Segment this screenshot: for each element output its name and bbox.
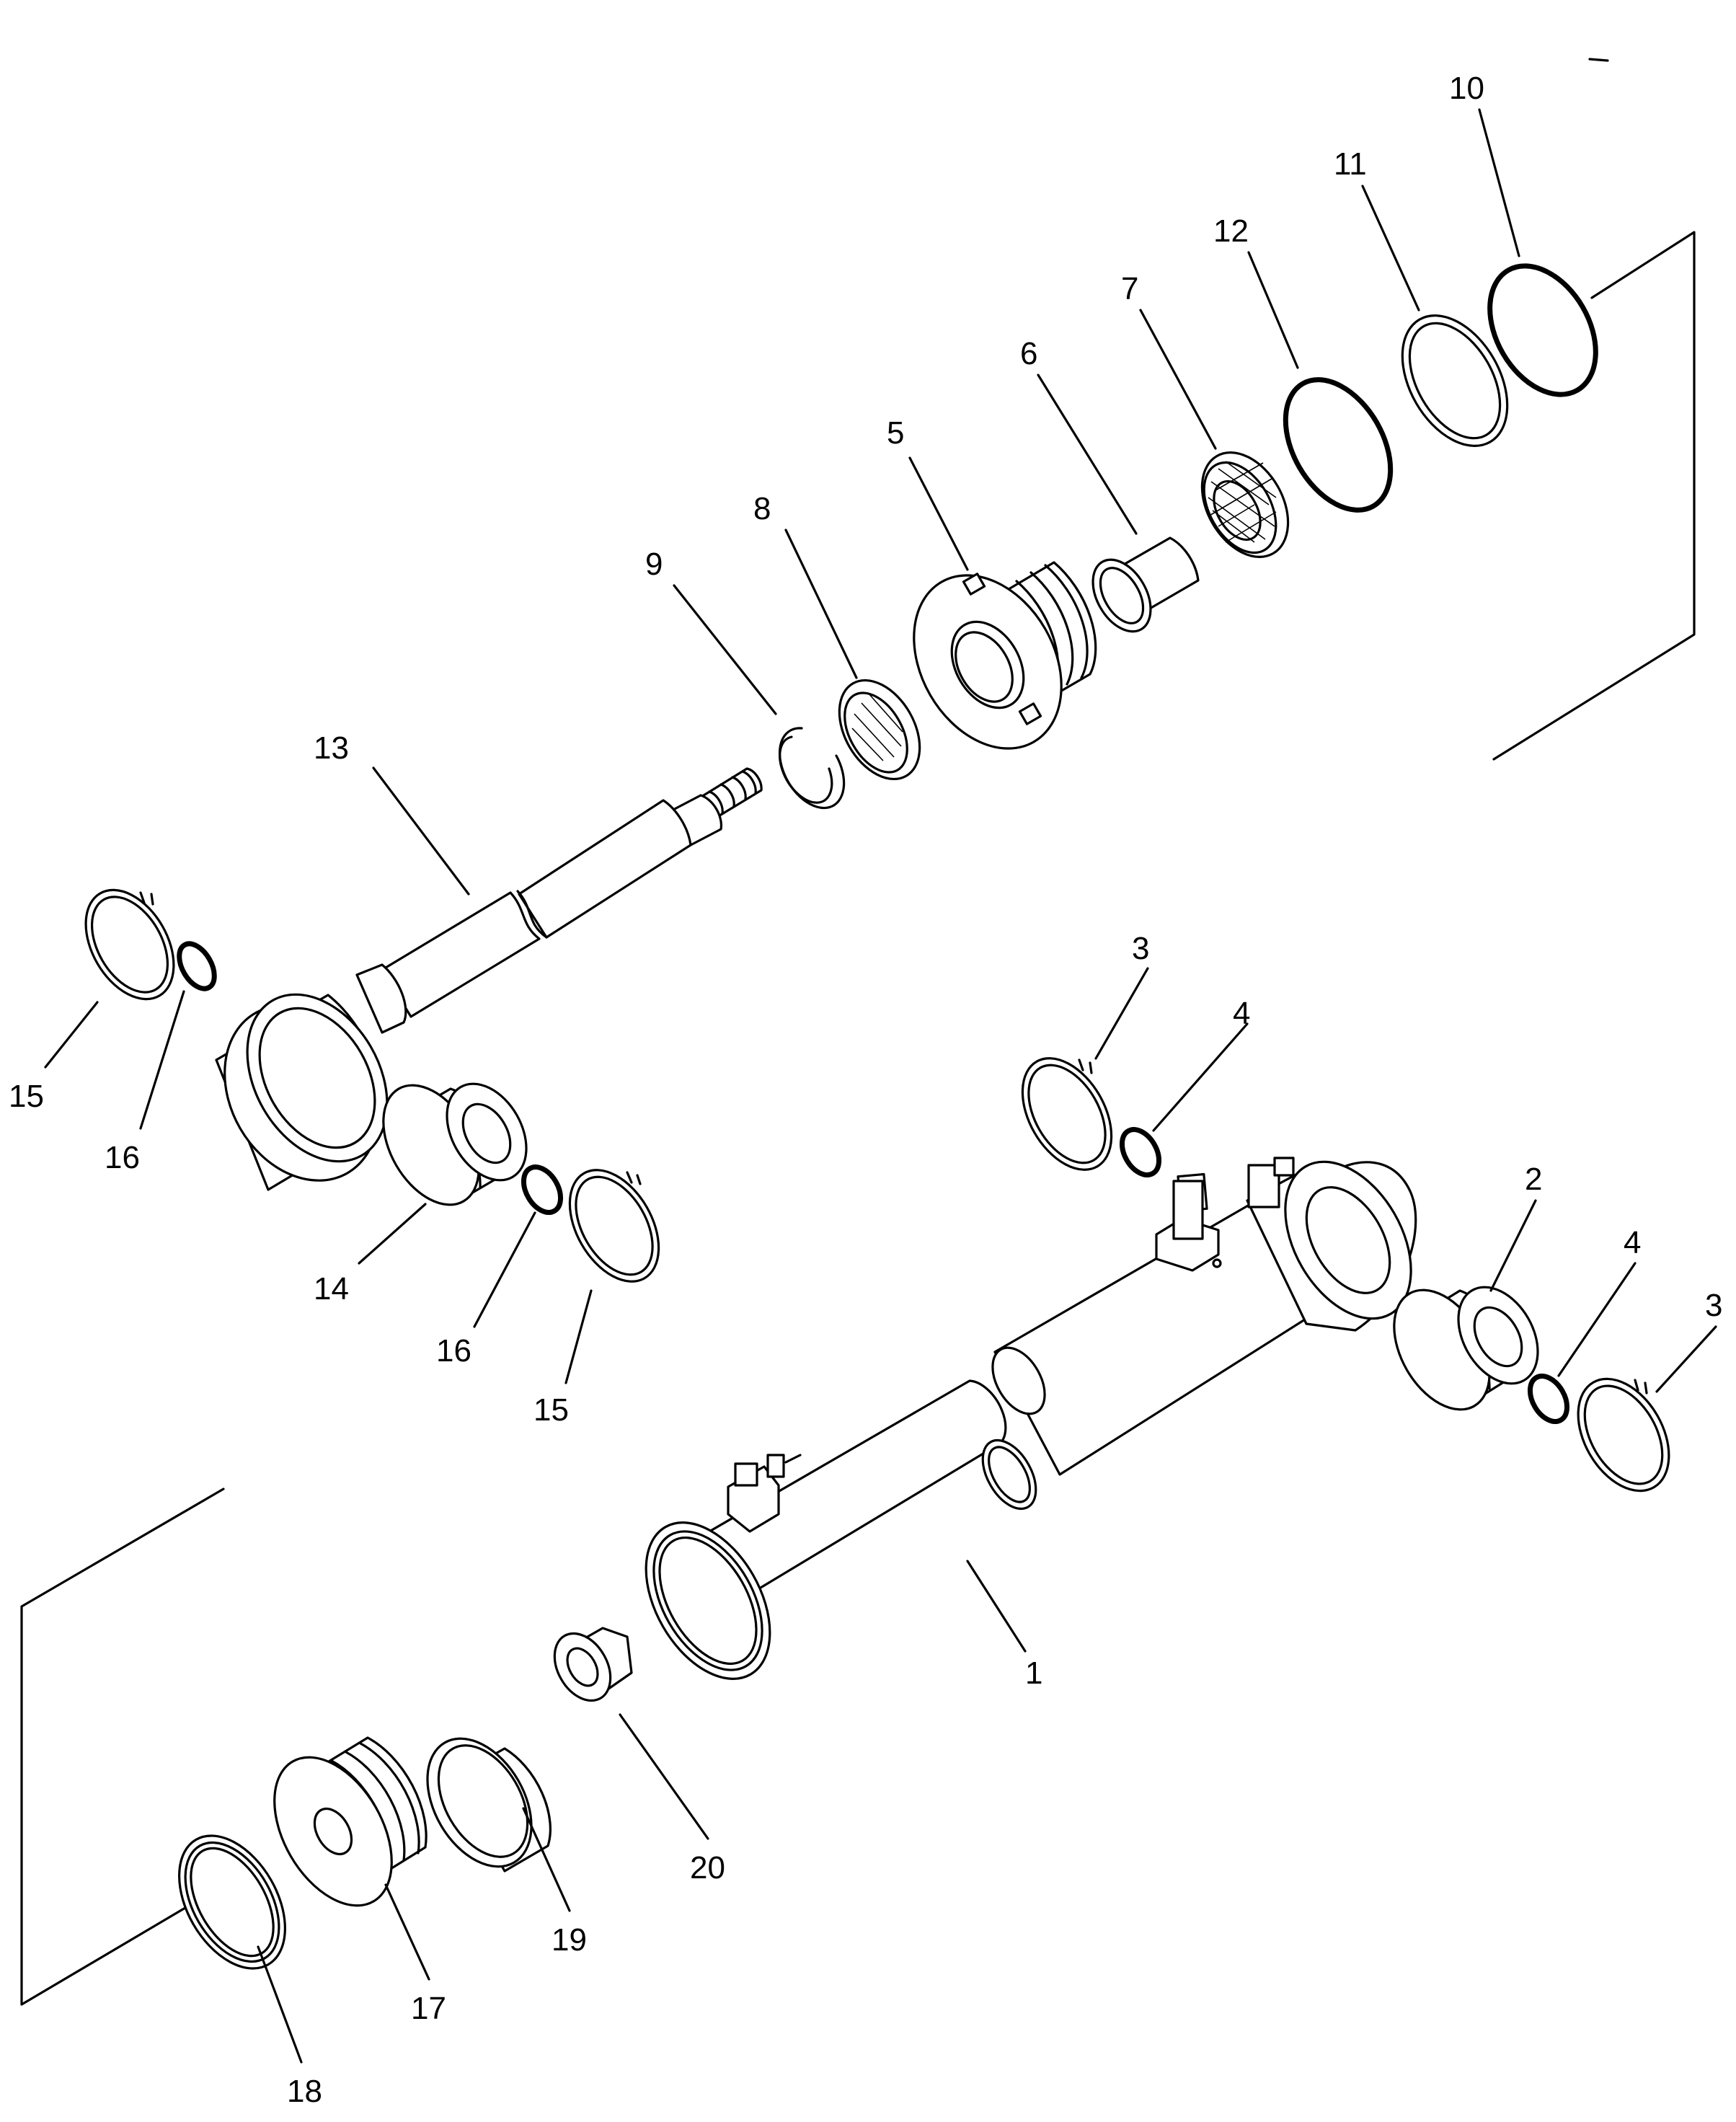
leader-lines	[44, 108, 1717, 2064]
nut-part-20	[553, 1627, 633, 1702]
callout-19: 19	[552, 1922, 587, 1958]
callout-4-upper: 4	[1233, 996, 1250, 1031]
callout-12: 12	[1213, 213, 1249, 249]
o-ring-part-16-left	[177, 941, 217, 991]
callout-3-upper: 3	[1132, 931, 1149, 966]
stray-mark	[1588, 58, 1609, 62]
assembly-bracket-upper	[1492, 231, 1696, 761]
callout-labels: 10 11 12 7 6 5 8 9 13 15 16 14 16 15 3 4…	[9, 71, 1722, 2109]
callout-8: 8	[753, 491, 771, 526]
callout-5: 5	[887, 415, 904, 451]
rod-packing-part-8	[838, 678, 921, 781]
callout-11: 11	[1334, 146, 1367, 182]
o-ring-part-4-upper	[1119, 1127, 1162, 1177]
o-ring-part-10	[1487, 263, 1598, 397]
callout-20: 20	[690, 1850, 725, 1886]
piston-rod-part-13	[215, 767, 763, 1191]
callout-7: 7	[1121, 271, 1138, 306]
callout-17: 17	[411, 1991, 446, 2026]
callout-16-left: 16	[105, 1140, 140, 1175]
callout-2: 2	[1525, 1162, 1542, 1197]
spherical-bearing-part-14	[382, 1082, 528, 1206]
o-ring-part-16-middle	[521, 1164, 564, 1215]
snap-ring-part-9	[778, 727, 846, 810]
o-ring-part-12	[1283, 377, 1394, 513]
callout-4-right: 4	[1624, 1225, 1641, 1260]
wear-ring-part-19	[426, 1737, 552, 1873]
callout-18: 18	[287, 2074, 322, 2109]
callout-16-middle: 16	[436, 1333, 471, 1369]
callout-9: 9	[645, 547, 663, 582]
snap-ring-part-15-left	[84, 888, 175, 1001]
snap-ring-part-15-middle	[568, 1169, 660, 1283]
backup-ring-part-11	[1401, 314, 1509, 447]
dust-seal-part-7	[1200, 451, 1290, 558]
callout-15-left: 15	[9, 1079, 44, 1114]
o-ring-part-4-right	[1527, 1374, 1570, 1424]
callout-10: 10	[1449, 71, 1484, 106]
piston-ring-part-18	[178, 1834, 286, 1970]
assembly-bracket-lower	[20, 1487, 225, 2006]
callout-3-right: 3	[1705, 1288, 1722, 1323]
callout-13: 13	[314, 730, 349, 766]
cylinder-tube-part-1	[645, 1157, 1417, 1680]
bushing-part-6	[1091, 536, 1200, 633]
cylinder-head-part-5	[913, 561, 1097, 750]
callout-15-middle: 15	[533, 1392, 569, 1428]
snap-ring-part-3-right	[1577, 1377, 1670, 1493]
snap-ring-part-3-upper	[1021, 1057, 1113, 1171]
piston-part-17	[273, 1736, 428, 1907]
callout-14: 14	[314, 1271, 349, 1307]
callout-6: 6	[1020, 336, 1037, 371]
callout-1: 1	[1025, 1655, 1042, 1691]
spherical-bearing-part-2	[1393, 1286, 1539, 1411]
